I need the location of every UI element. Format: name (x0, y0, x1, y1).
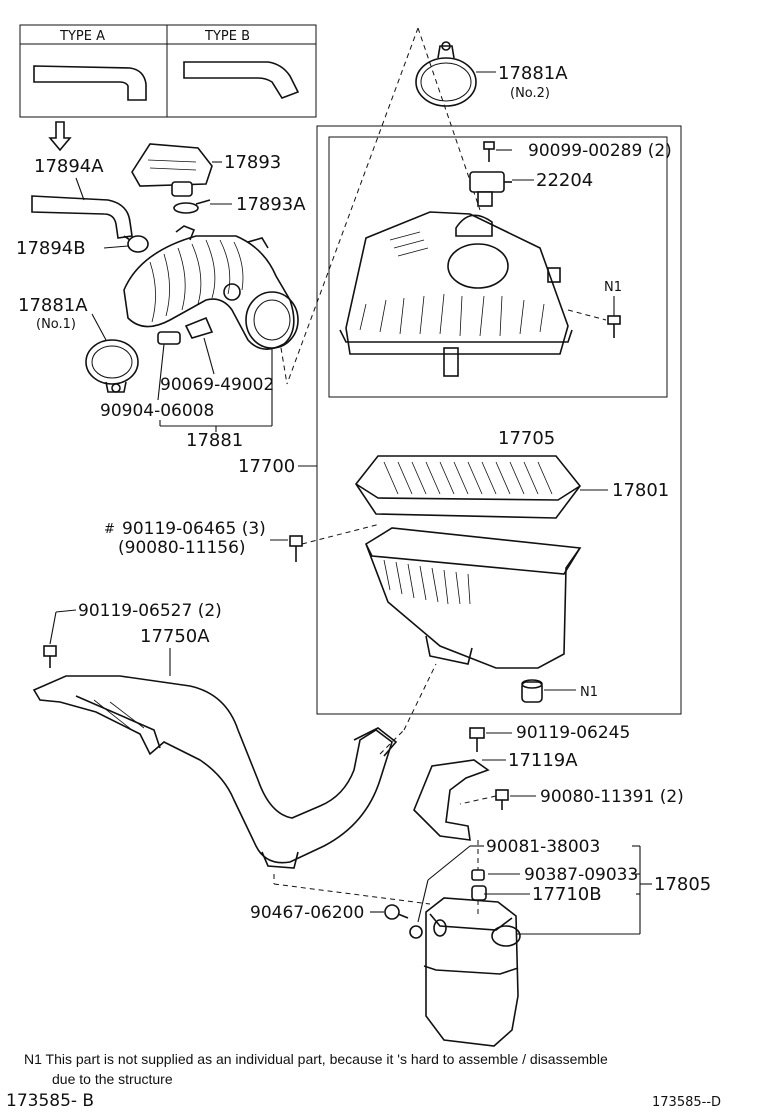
hash-mark: # (104, 522, 115, 537)
type-box: TYPE A TYPE B (19, 24, 317, 118)
label-17881A-no1: 17881A (18, 295, 88, 316)
assembly-box-17700 (316, 125, 682, 715)
label-90467: 90467-06200 (250, 903, 364, 923)
label-17801: 17801 (612, 480, 669, 501)
label-90904: 90904-06008 (100, 401, 214, 421)
bolt-90119-06527 (43, 645, 57, 668)
label-22204: 22204 (536, 170, 593, 191)
fitting-90069 (184, 316, 214, 339)
air-cleaner-case (365, 527, 582, 669)
label-17893A: 17893A (236, 194, 306, 215)
cap-sub-box (328, 136, 668, 398)
label-17893: 17893 (224, 152, 281, 173)
bracket-17805 (510, 845, 652, 935)
intake-hose-17881 (123, 225, 299, 350)
hose-17894A (31, 195, 133, 239)
label-90080-11156: (90080-11156) (118, 538, 246, 558)
label-17881A-no1-sub: (No.1) (36, 317, 76, 332)
label-17881A-no2-sub: (No.2) (510, 86, 550, 101)
label-17710B: 17710B (532, 884, 602, 905)
grommet-17710B (471, 885, 487, 901)
resonator-tank-17805 (409, 897, 521, 1047)
label-90099: 90099-00289 (2) (528, 141, 672, 161)
type-a-hose (33, 65, 147, 101)
bolt-90119-06245 (469, 727, 485, 752)
label-90080-11391: 90080-11391 (2) (540, 787, 684, 807)
clip-90467 (384, 904, 409, 920)
label-17881A-no2: 17881A (498, 63, 568, 84)
type-a-label: TYPE A (59, 29, 105, 44)
bracket-17119A (413, 759, 490, 841)
bolt-90080-11391 (495, 789, 509, 810)
fitting-90904 (157, 331, 181, 345)
label-17119A: 17119A (508, 750, 578, 771)
label-n1-top: N1 (604, 280, 622, 295)
resonator-17893 (131, 143, 213, 197)
label-90119-06245: 90119-06245 (516, 723, 630, 743)
type-b-hose (183, 61, 300, 99)
label-90387: 90387-09033 (524, 865, 638, 885)
bolt-90099 (483, 141, 495, 162)
clip-17893A (173, 199, 211, 214)
label-17894B: 17894B (16, 238, 86, 259)
sensor-22204 (469, 171, 512, 207)
bolt-90119-06465 (289, 535, 303, 562)
label-17705: 17705 (498, 428, 555, 449)
type-b-label: TYPE B (204, 29, 250, 44)
clamp-17881A-no1 (85, 339, 139, 393)
footnote-line2: due to the structure (52, 1071, 173, 1087)
air-filter-17801 (355, 455, 582, 519)
diagram-code-right: 173585--D (652, 1095, 721, 1110)
diagram-code-left: 173585- B (6, 1091, 94, 1111)
arrow-down-icon (48, 121, 72, 152)
label-17894A: 17894A (34, 156, 104, 177)
label-90069: 90069-49002 (160, 375, 274, 395)
label-90081: 90081-38003 (486, 837, 600, 857)
label-17750A: 17750A (140, 626, 210, 647)
air-cleaner-cap (339, 211, 573, 377)
bolt-n1-top (607, 315, 621, 338)
label-17805: 17805 (654, 874, 711, 895)
clamp-17881A-no2 (415, 41, 477, 107)
footnote-line1: N1 This part is not supplied as an indiv… (24, 1051, 608, 1067)
intake-duct-17750A (32, 675, 398, 869)
label-90119-06465: 90119-06465 (3) (122, 519, 266, 539)
label-n1-mid: N1 (580, 685, 598, 700)
clamp-17894B (123, 235, 149, 253)
label-17881: 17881 (186, 430, 243, 451)
label-90119-06527: 90119-06527 (2) (78, 601, 222, 621)
grommet-n1 (521, 679, 543, 703)
label-17700: 17700 (238, 456, 295, 477)
bracket-17881 (159, 348, 273, 432)
plug-90387 (471, 869, 485, 881)
